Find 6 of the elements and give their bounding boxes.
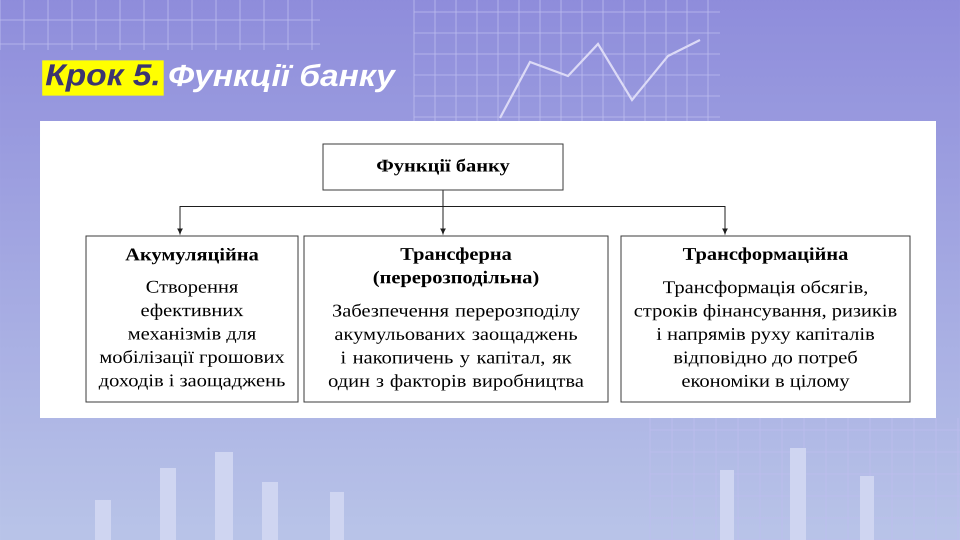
function-box: Трансферна (перерозподільна) Забезпечення перерозподілу акумульованих заощаджень і накопичень у капітал, як один з факторів виробництва	[304, 235, 608, 402]
function-box: Акумуляційна Створення ефективних механізмів для мобілізації грошових доходів і заощаджень	[86, 235, 298, 402]
function-box: Трансформаційна Трансформація обсягів, строків фінансування, ризиків і напрямів руху капіталів відповідно до потреб економіки в цілому	[620, 235, 910, 402]
title-box: Функції банку	[322, 143, 564, 190]
slide-title: Функції банку	[169, 64, 396, 92]
step-label: Крок 5.	[42, 60, 164, 96]
